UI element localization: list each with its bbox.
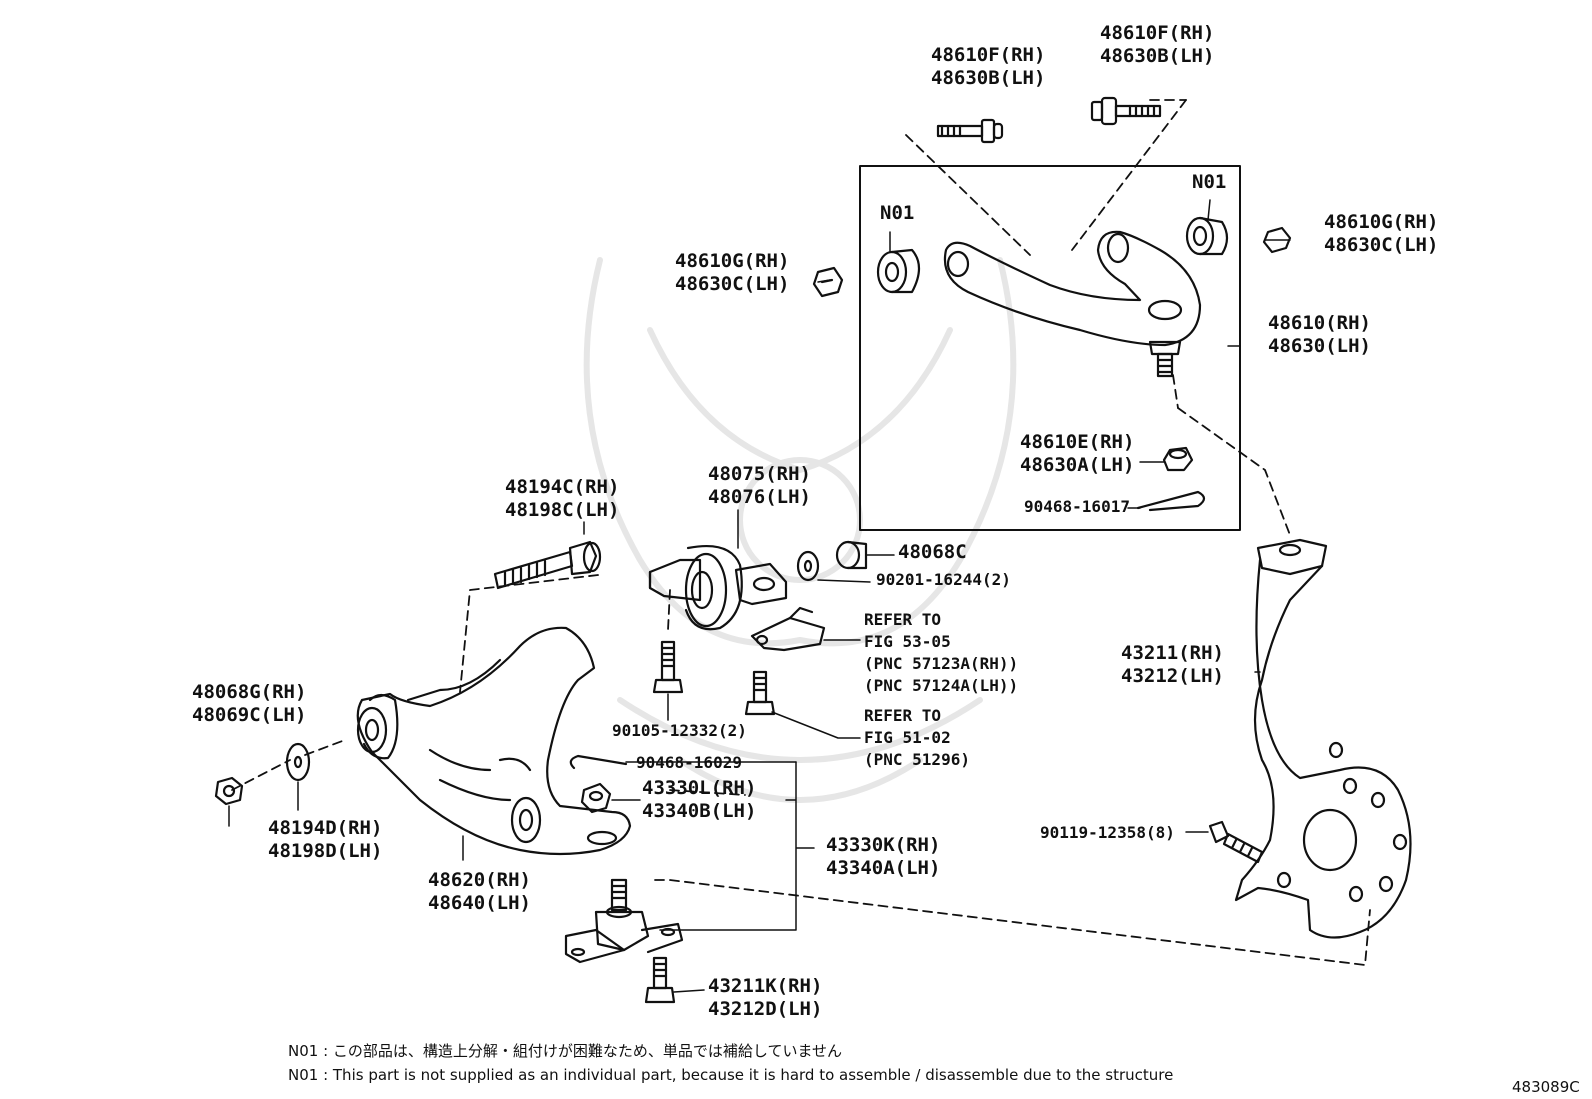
label-refer2-line1: REFER TO <box>864 706 942 725</box>
lower-arm-bolt <box>493 540 602 590</box>
bolt-90119 <box>1208 820 1264 864</box>
label-upper-arm-lh: 48630(LH) <box>1268 335 1371 357</box>
footnote-en: N01 : This part is not supplied as an in… <box>288 1066 1174 1084</box>
label-ball-joint-rh: 43330K(RH) <box>826 834 941 856</box>
label-bolt-top-left-rh: 48610F(RH) <box>931 44 1046 66</box>
label-knuckle-rh: 43211(RH) <box>1121 642 1224 664</box>
label-refer1-line4: (PNC 57124A(LH)) <box>864 676 1019 695</box>
figure-code: 483089C <box>1512 1078 1580 1096</box>
nut-48068c <box>835 540 868 570</box>
label-lower-arm-lh: 48640(LH) <box>428 892 531 914</box>
label-bj-bolt-rh: 43211K(RH) <box>708 975 823 997</box>
label-nut-right-lh: 48630C(LH) <box>1324 234 1439 256</box>
label-ball-joint-lh: 43340A(LH) <box>826 857 941 879</box>
upper-arm-box <box>859 165 1241 531</box>
label-bolt-top-right-lh: 48630B(LH) <box>1100 45 1215 67</box>
label-bolt-top-left-lh: 48630B(LH) <box>931 67 1046 89</box>
lower-control-arm <box>356 626 632 856</box>
label-nut-left-rh: 48610G(RH) <box>675 250 790 272</box>
label-refer1-line2: FIG 53-05 <box>864 632 951 651</box>
footnote-jp: N01 : この部品は、構造上分解・組付けが困難なため、単品では補給していません <box>288 1042 843 1060</box>
upper-control-arm <box>943 230 1202 378</box>
nut-48068g <box>214 776 244 806</box>
label-lower-washer-lh: 48198D(LH) <box>268 840 383 862</box>
label-knuckle-lh: 43212(LH) <box>1121 665 1224 687</box>
cotter-pin-lower <box>569 754 628 770</box>
label-upper-arm-rh: 48610(RH) <box>1268 312 1371 334</box>
washer-48194d <box>285 742 311 782</box>
label-washer-90201: 90201-16244(2) <box>876 570 1011 589</box>
label-lower-bolt-rh: 48194C(RH) <box>505 476 620 498</box>
label-hub-bolt: 90119-12358(8) <box>1040 823 1175 842</box>
label-48068c: 48068C <box>898 541 967 563</box>
label-refer2-line3: (PNC 51296) <box>864 750 970 769</box>
bracket-48075 <box>648 544 788 631</box>
bolt-43211k <box>644 956 676 1004</box>
label-refer2-line2: FIG 51-02 <box>864 728 951 747</box>
label-lower-nut-lh: 48069C(LH) <box>192 704 307 726</box>
label-nut-left-lh: 48630C(LH) <box>675 273 790 295</box>
label-bolt-top-right-rh: 48610F(RH) <box>1100 22 1215 44</box>
stabilizer-bracket <box>750 606 826 652</box>
label-lower-arm-rh: 48620(RH) <box>428 869 531 891</box>
label-nut-right-rh: 48610G(RH) <box>1324 211 1439 233</box>
ball-joint-nut <box>580 782 612 814</box>
washer-90201 <box>796 550 820 582</box>
label-bolt-90105: 90105-12332(2) <box>612 721 747 740</box>
leaders-upper <box>889 199 1261 673</box>
ball-joint <box>564 878 684 964</box>
bolt-90105-a <box>652 640 684 694</box>
cotter-pin-upper <box>1136 490 1206 512</box>
label-cotter-pin-lower: 90468-16029 <box>636 753 742 772</box>
bushing-n01-left <box>876 248 921 294</box>
watermark <box>583 257 1017 803</box>
leaders-misc <box>583 239 1291 549</box>
label-upper-nut-lh: 48630A(LH) <box>1020 454 1135 476</box>
upper-castle-nut <box>1162 446 1194 472</box>
label-lower-bolt-lh: 48198C(LH) <box>505 499 620 521</box>
label-n01-right: N01 <box>1192 171 1227 193</box>
label-bj-nut-rh: 43330L(RH) <box>642 777 757 799</box>
label-cotter-pin-upper: 90468-16017 <box>1024 497 1130 516</box>
label-lower-nut-rh: 48068G(RH) <box>192 681 307 703</box>
label-lower-washer-rh: 48194D(RH) <box>268 817 383 839</box>
label-refer1-line3: (PNC 57123A(RH)) <box>864 654 1019 673</box>
label-upper-nut-rh: 48610E(RH) <box>1020 431 1135 453</box>
label-bracket-rh: 48075(RH) <box>708 463 811 485</box>
steering-knuckle <box>1234 538 1412 939</box>
label-bj-nut-lh: 43340B(LH) <box>642 800 757 822</box>
nut-right-48610g <box>1262 226 1292 254</box>
dashed-leaders <box>231 99 1371 966</box>
bolt-90105-b <box>744 670 776 716</box>
label-bj-bolt-lh: 43212D(LH) <box>708 998 823 1020</box>
label-n01-left: N01 <box>880 202 915 224</box>
label-refer1-line1: REFER TO <box>864 610 942 629</box>
label-bracket-lh: 48076(LH) <box>708 486 811 508</box>
bolt-top-left <box>936 118 1004 144</box>
bolt-top-right <box>1090 96 1162 126</box>
bushing-n01-right <box>1185 216 1229 256</box>
